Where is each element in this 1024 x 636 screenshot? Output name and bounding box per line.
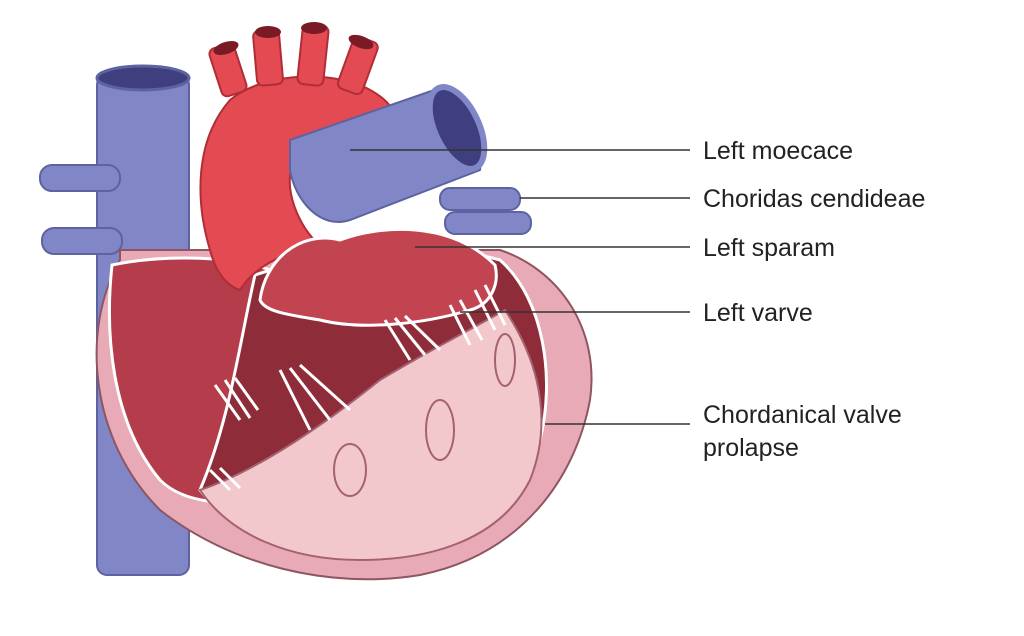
pulmonary-artery	[289, 84, 488, 223]
papillary-tips	[333, 333, 516, 497]
left-atrium	[258, 227, 498, 327]
label-chordanical-valve-line2: prolapse	[703, 434, 799, 462]
label-choridas-cendideae: Choridas cendideae	[703, 185, 926, 213]
label-chordanical-valve-line1: Chordanical valve	[703, 401, 902, 429]
pulmonary-veins	[439, 187, 532, 235]
label-left-sparam: Left sparam	[703, 234, 836, 262]
chordae-tendineae	[208, 284, 507, 492]
label-left-varve: Left varve	[703, 299, 813, 327]
label-left-moecace: Left moecace	[703, 137, 854, 165]
leader-lines	[350, 149, 690, 425]
papillary-muscle	[198, 308, 543, 562]
